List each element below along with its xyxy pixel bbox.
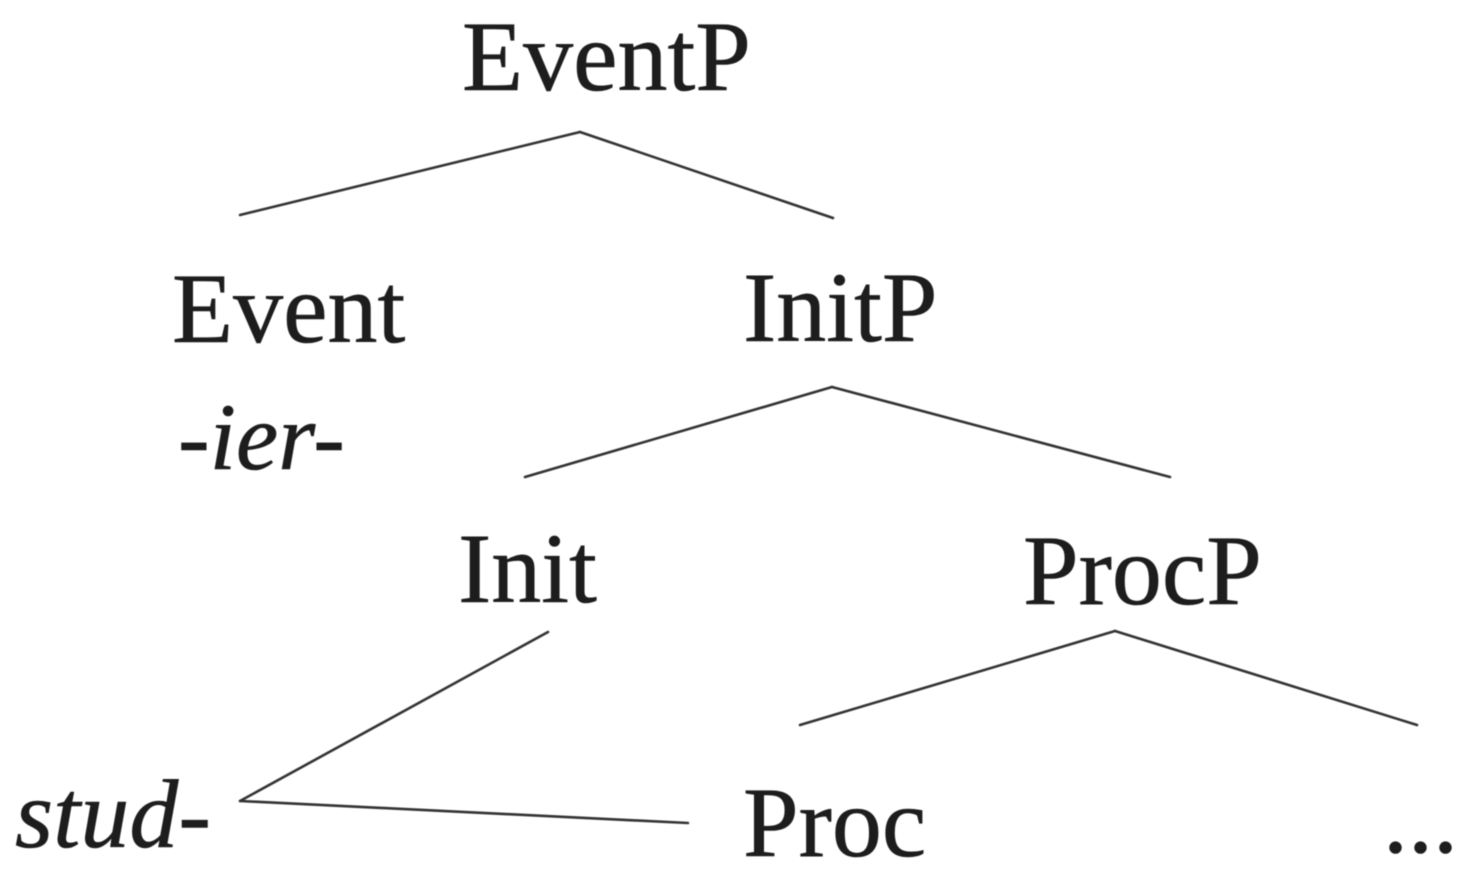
node-procp: ProcP bbox=[1023, 515, 1263, 626]
branch-stud-to-proc bbox=[238, 799, 690, 825]
node-event: Event bbox=[172, 253, 406, 364]
branch-eventp-to-event bbox=[238, 130, 582, 217]
branch-initp-to-procp bbox=[830, 385, 1172, 479]
branch-initp-to-init bbox=[523, 385, 834, 479]
branch-init-to-stud bbox=[238, 630, 550, 803]
branch-procp-to-proc bbox=[798, 629, 1117, 727]
node-ellipsis: ... bbox=[1383, 763, 1459, 874]
branch-eventp-to-initp bbox=[578, 130, 835, 220]
node-proc: Proc bbox=[743, 767, 927, 878]
node-initp: InitP bbox=[743, 252, 938, 363]
node-eventp: EventP bbox=[462, 1, 751, 112]
branch-procp-to-rest bbox=[1113, 629, 1419, 727]
node-init: Init bbox=[458, 513, 597, 624]
node-ier-morpheme: -ier- bbox=[178, 384, 346, 490]
node-stud-root: stud- bbox=[15, 761, 212, 869]
